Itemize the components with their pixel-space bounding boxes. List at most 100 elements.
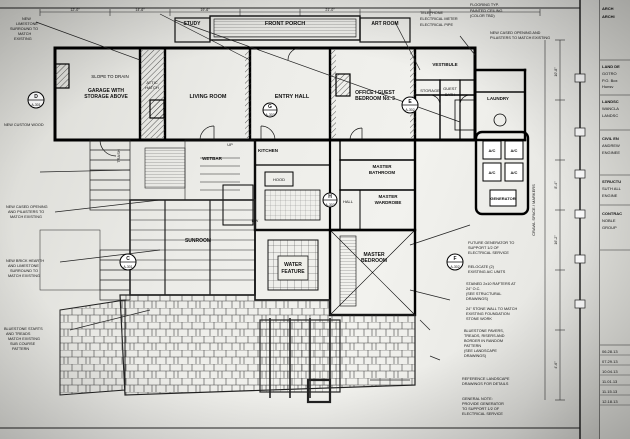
label-wetbar: WETBAR [202, 156, 222, 161]
label-attic: ATTIC [146, 80, 157, 85]
title-block [600, 0, 630, 439]
tb-line-2: LAND DE [602, 64, 620, 69]
tb-line-9: CIVIL EN [602, 136, 619, 141]
tb-date-0: 06.28.13 [602, 349, 618, 354]
note-pavers-0: BLUESTONE PAVERS, [464, 329, 504, 333]
note-bluestone-1: AND TREADS [6, 332, 31, 336]
tb-line-11: ENGINEE [602, 150, 620, 155]
label-office: OFFICE / GUEST [355, 90, 395, 96]
column-markers [574, 73, 586, 309]
section-tag-3: E A-302 [401, 96, 419, 114]
note-general-1: PROVIDE GENERATOR [462, 402, 504, 406]
dim-1: 14'-6" [135, 8, 145, 12]
note-custom-wood: NEW CUSTOM WOOD [4, 123, 44, 127]
label-dw: DW [252, 218, 259, 223]
note-tr-2: (COLOR TBD) [470, 14, 495, 18]
note-rafters-2: (SEE STRUCTURAL [466, 292, 501, 296]
note-tr-1: PAINTED CEILING [470, 9, 502, 13]
tb-line-10: ANDREW [602, 143, 620, 148]
label-art-room: ART ROOM [371, 21, 398, 27]
note-cased-right-0: NEW CASED OPENING AND [490, 31, 541, 35]
note-top-left-2: SURROUND TO [10, 27, 38, 31]
note-top-left-0: NEW [22, 17, 31, 21]
label-master-bedroom-2: BEDROOM [361, 258, 387, 264]
tb-date-5: 12.18.13 [602, 399, 618, 404]
note-cased-left-1: AND PILASTERS TO [8, 210, 44, 214]
wall-hatching [140, 50, 416, 138]
label-office-2: BEDROOM No. 3 [355, 96, 395, 102]
note-rafters-0: STAINED 2x10 RAFTERS AT [466, 282, 516, 286]
label-laundry: LAUNDRY [487, 96, 509, 101]
tag-sheet: A-302 [405, 108, 414, 112]
note-pavers-3: PATTERN [464, 344, 481, 348]
front-porch-outline [174, 15, 411, 43]
tb-line-12: STRUCTU [602, 179, 621, 184]
label-ac-2: A/C [511, 148, 518, 153]
label-ac-1: A/C [489, 148, 496, 153]
note-pavers-1: TREADS, RISERS AND [464, 334, 505, 338]
note-gen-0: FUTURE GENERATOR TO [468, 241, 514, 245]
dim-4: 10'-8" [554, 67, 558, 77]
tb-line-17: GROUP [602, 225, 617, 230]
room-labels: STUDY FRONT PORCH ART ROOM SLOPE TO DRAI… [84, 21, 536, 275]
bluestone-pavers [59, 294, 416, 404]
label-water-feature: WATER [284, 262, 302, 268]
label-garage: GARAGE WITH [88, 88, 124, 94]
note-general-3: ELECTRICAL SERVICE [462, 412, 503, 416]
tb-date-3: 11.01.13 [602, 379, 618, 384]
notes-left: NEW LIMESTONE SURROUND TO MATCH EXISTING… [4, 17, 48, 351]
tag-letter: G [268, 104, 272, 110]
title-block-text: ARCH ARCHI LAND DE GOTRO P.O. Box Hunsv … [602, 6, 622, 404]
note-general-2: TO SUPPORT 1/2 OF [462, 407, 500, 411]
note-tel-0: TELEPHONE [420, 11, 443, 15]
label-vestibule: VESTIBULE [432, 62, 457, 67]
master-bedroom-walls [328, 228, 417, 317]
dim-2: 19'-6" [200, 8, 210, 12]
note-cased-right-1: PILASTERS TO MATCH EXISTING [490, 36, 550, 40]
label-hood: HOOD [273, 177, 285, 182]
label-bath: BATH [445, 92, 455, 97]
note-top-left-1: LIMESTONE [16, 22, 38, 26]
section-tag-4: F A-302 [446, 253, 464, 271]
dim-5: 8'-4" [554, 181, 558, 189]
label-ac-4: A/C [511, 170, 518, 175]
tb-line-15: CONTRAC [602, 211, 622, 216]
tb-line-14: ENGINE [602, 193, 618, 198]
tb-line-7: WANCLA [602, 106, 619, 111]
tag-letter: H [328, 194, 332, 200]
section-tag-2: C A-301 [119, 253, 137, 271]
label-trash: TRASH [116, 149, 121, 163]
tag-letter: E [408, 99, 412, 105]
note-rafters-1: 24" O.C. [466, 287, 480, 291]
note-pavers-2: BORDER IN RANDOM [464, 339, 503, 343]
note-reference-1: DRAWINGS FOR DETAILS [462, 382, 509, 386]
label-crawl-space: CRAWL SPACE / MARKERS [531, 184, 536, 236]
note-stone-wall-2: STONE WORK [466, 317, 492, 321]
label-entry-hall: ENTRY HALL [275, 94, 310, 100]
note-gen-1: SUPPORT 1/2 OF [468, 246, 500, 250]
rear-wing-walls [222, 138, 417, 232]
label-up: UP [227, 142, 233, 147]
tb-line-6: LANDSC [602, 99, 619, 104]
tb-date-4: 11.15.13 [602, 389, 618, 394]
label-slope-to-drain: SLOPE TO DRAIN [91, 74, 129, 79]
note-bluestone-0: BLUESTONE STARTS [4, 327, 43, 331]
tb-line-5: Hunsv [602, 84, 613, 89]
label-hall: HALL [343, 199, 354, 204]
note-relocate-0: RELOCATE (2) [468, 265, 495, 269]
right-dimension-strings [544, 39, 565, 401]
tag-sheet: A-302 [450, 265, 459, 269]
note-brick-3: MATCH EXISTING [8, 274, 40, 278]
note-relocate-1: EXISTING A/C UNITS [468, 270, 506, 274]
dim-6: 16'-2" [554, 235, 558, 245]
label-hatch: HATCH [145, 85, 159, 90]
note-bluestone-3: SUB COURSE [10, 342, 36, 346]
note-cased-left-0: NEW CASED OPENING [6, 205, 48, 209]
note-bluestone-4: PATTERN [12, 347, 29, 351]
note-tel-2: ELECTRICAL PIPE [420, 23, 453, 27]
label-storage: STORAGE [420, 88, 440, 93]
tag-letter: C [126, 256, 130, 262]
label-sunroom: SUNROOM [185, 238, 211, 244]
